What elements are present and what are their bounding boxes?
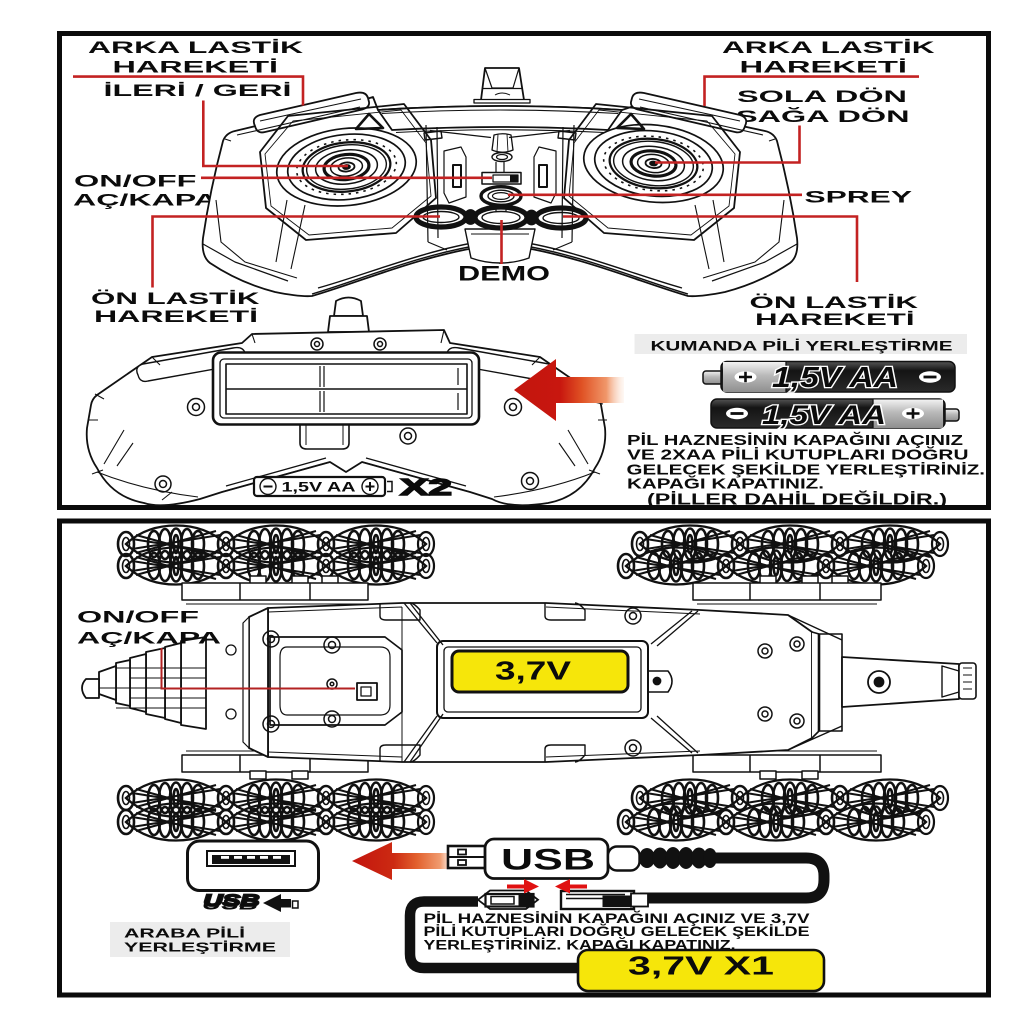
svg-text:HAREKETİ: HAREKETİ [94, 307, 258, 326]
svg-text:USB: USB [501, 844, 595, 877]
svg-text:3,7V: 3,7V [495, 656, 572, 686]
svg-text:1,5V AA: 1,5V AA [762, 400, 886, 430]
svg-text:HAREKETİ: HAREKETİ [113, 57, 279, 76]
svg-text:ARKA LASTİK: ARKA LASTİK [88, 38, 303, 57]
svg-text:3,7V X1: 3,7V X1 [628, 951, 774, 981]
svg-text:SAĞA DÖN: SAĞA DÖN [736, 107, 910, 126]
svg-text:DEMO: DEMO [458, 262, 550, 286]
svg-text:PİL HAZNESİNİN KAPAĞINI AÇINIZ: PİL HAZNESİNİN KAPAĞINI AÇINIZ [627, 431, 963, 449]
svg-text:AÇ/KAPA: AÇ/KAPA [77, 629, 221, 648]
svg-text:1,5V AA: 1,5V AA [282, 479, 356, 495]
svg-text:KAPAĞI KAPATINIZ.: KAPAĞI KAPATINIZ. [627, 475, 824, 493]
svg-text:HAREKETİ: HAREKETİ [740, 57, 908, 76]
svg-text:PİL HAZNESİNİN KAPAĞINI AÇINIZ: PİL HAZNESİNİN KAPAĞINI AÇINIZ VE 3,7V [424, 911, 810, 926]
svg-text:YERLEŞTİRİNİZ. KAPAĞI KAPATINI: YERLEŞTİRİNİZ. KAPAĞI KAPATINIZ. [424, 937, 736, 952]
svg-text:ON/OFF: ON/OFF [77, 608, 199, 627]
svg-text:YERLEŞTİRME: YERLEŞTİRME [124, 940, 276, 955]
svg-text:ON/OFF: ON/OFF [74, 171, 197, 190]
svg-text:ÖN LASTİK: ÖN LASTİK [91, 289, 260, 308]
svg-text:KUMANDA PİLİ YERLEŞTİRME: KUMANDA PİLİ YERLEŞTİRME [651, 338, 953, 354]
svg-text:USB: USB [204, 892, 260, 910]
svg-text:İLERİ / GERİ: İLERİ / GERİ [104, 81, 292, 100]
svg-text:ARKA LASTİK: ARKA LASTİK [722, 38, 935, 57]
svg-text:PİLİ KUTUPLARI DOĞRU GELECEK Ş: PİLİ KUTUPLARI DOĞRU GELECEK ŞEKİLDE [424, 924, 810, 939]
svg-text:(PİLLER DAHİL DEĞİLDİR.): (PİLLER DAHİL DEĞİLDİR.) [647, 490, 947, 509]
svg-text:ARABA PİLİ: ARABA PİLİ [124, 926, 245, 941]
svg-text:GELECEK ŞEKİLDE YERLEŞTİRİNİZ.: GELECEK ŞEKİLDE YERLEŞTİRİNİZ. [627, 462, 986, 479]
svg-text:USB: USB [202, 896, 258, 914]
svg-text:ÖN LASTİK: ÖN LASTİK [750, 293, 919, 312]
svg-text:1,5V AA: 1,5V AA [772, 362, 898, 394]
svg-text:X2: X2 [400, 474, 452, 500]
svg-text:VE 2XAA PİLİ KUTUPLARI DOĞRU: VE 2XAA PİLİ KUTUPLARI DOĞRU [627, 446, 969, 464]
svg-text:SOLA DÖN: SOLA DÖN [737, 87, 907, 106]
svg-text:SPREY: SPREY [805, 188, 913, 207]
svg-text:AÇ/KAPA: AÇ/KAPA [73, 190, 217, 209]
svg-text:HAREKETİ: HAREKETİ [755, 310, 915, 329]
